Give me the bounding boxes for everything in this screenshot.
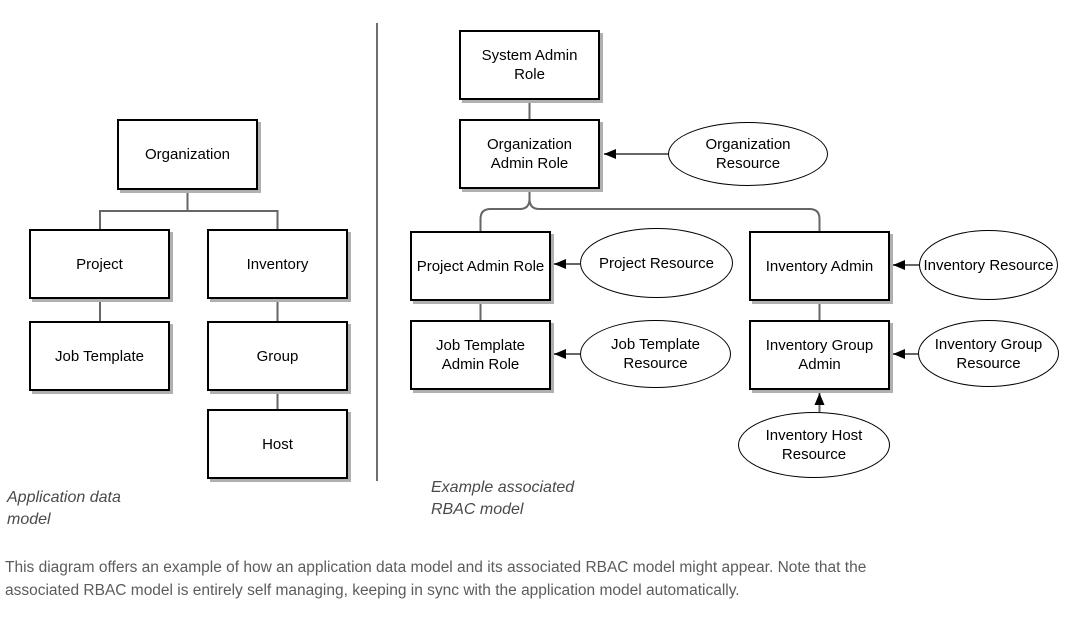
rbac-model-label: Example associated RBAC model <box>431 479 575 518</box>
node-inventory-host-resource: Inventory Host Resource <box>738 412 890 478</box>
connector-orgadmin-inventoryadmin <box>528 198 821 231</box>
connector-orgadmin-projectadmin <box>479 189 531 231</box>
application-data-model-label: Application data model <box>7 489 121 528</box>
diagram-caption: This diagram offers an example of how an… <box>5 559 867 599</box>
node-job-template: Job Template <box>29 321 170 391</box>
connector-organization-children <box>99 190 279 229</box>
node-inventory-resource: Inventory Resource <box>919 230 1058 300</box>
node-system-admin-role: System Admin Role <box>459 30 600 100</box>
node-inventory-group-resource: Inventory Group Resource <box>918 320 1059 387</box>
node-host: Host <box>207 409 348 479</box>
node-project-admin-role: Project Admin Role <box>410 231 551 301</box>
node-job-template-resource: Job Template Resource <box>580 320 731 388</box>
node-job-template-admin-role: Job Template Admin Role <box>410 320 551 390</box>
node-organization-resource: Organization Resource <box>668 122 828 186</box>
node-project-resource: Project Resource <box>580 228 733 298</box>
node-inventory: Inventory <box>207 229 348 299</box>
node-inventory-group-admin: Inventory Group Admin <box>749 320 890 390</box>
node-organization: Organization <box>117 119 258 190</box>
node-project: Project <box>29 229 170 299</box>
node-group: Group <box>207 321 348 391</box>
node-organization-admin-role: Organization Admin Role <box>459 119 600 189</box>
node-inventory-admin: Inventory Admin <box>749 231 890 301</box>
